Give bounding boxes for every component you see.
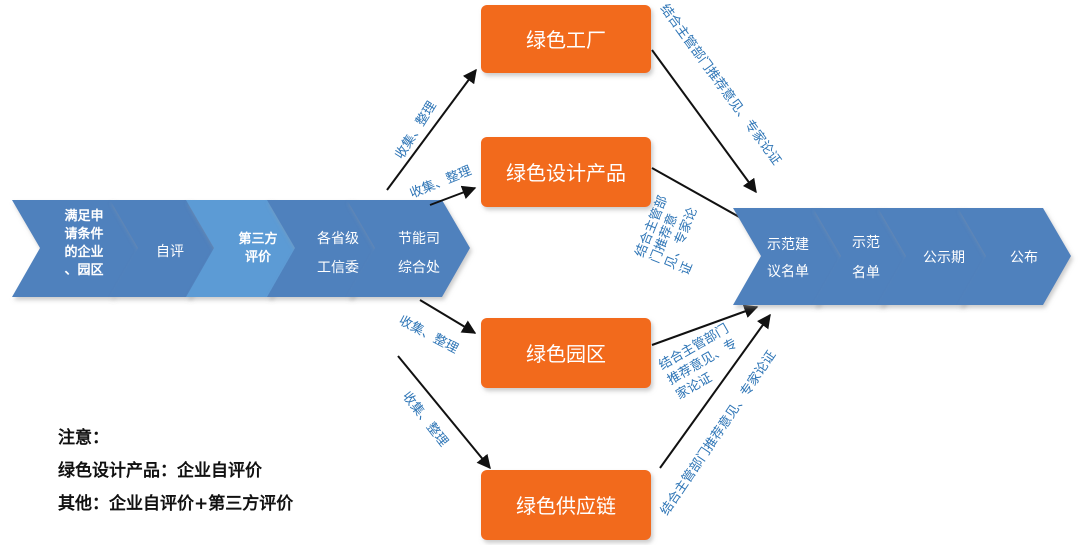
box-green-factory-label: 绿色工厂	[526, 28, 606, 52]
chevron-demo-list	[813, 208, 911, 305]
note-title: 注意：	[58, 428, 109, 448]
box-green-chain-label: 绿色供应链	[516, 494, 616, 518]
applicants-line-2: 请条件	[64, 226, 103, 242]
chevron-publish	[958, 208, 1071, 305]
rec-label-park: 结合主管部门 推荐意见、专 家论证	[657, 321, 741, 402]
chevron-demo-proposal	[733, 208, 846, 305]
demo-list-line-2: 名单	[852, 265, 880, 281]
publicity-label: 公示期	[923, 250, 965, 266]
chevron-applicants	[12, 200, 140, 297]
third-party-line-2: 评价	[245, 250, 272, 265]
arrow-from-park	[651, 304, 759, 346]
box-green-chain	[481, 470, 651, 540]
right-flow: 示范建 议名单 示范 名单 公示期 公布	[733, 208, 1071, 305]
collect-label-chain: 收集、整理	[399, 389, 452, 450]
chevron-third-party	[186, 200, 299, 297]
publish-label: 公布	[1010, 250, 1038, 266]
applicants-line-1: 满足申	[64, 208, 103, 224]
box-green-park-label: 绿色园区	[526, 342, 606, 366]
applicants-line-4: 、园区	[64, 263, 103, 278]
box-green-product-label: 绿色设计产品	[506, 161, 626, 185]
left-flow: 满足申 请条件 的企业 、园区 自评 第三方 评价 各省级 工信委 节能司 综合…	[12, 200, 470, 297]
note-line-1: 绿色设计产品：企业自评价	[58, 461, 262, 481]
chevron-publicity	[878, 208, 991, 305]
chevron-self-eval	[110, 200, 218, 297]
third-party-line-1: 第三方	[238, 231, 277, 247]
box-green-product	[481, 137, 651, 207]
arrow-to-chain	[397, 355, 491, 470]
chevron-energy-office	[347, 200, 470, 297]
demo-proposal-line-2: 议名单	[767, 264, 809, 280]
chevron-provincial	[267, 200, 380, 297]
rec-product-line-4: 证	[677, 260, 696, 278]
energy-office-line-2: 综合处	[398, 260, 440, 276]
box-green-park	[481, 318, 651, 388]
collect-arrows	[386, 68, 491, 470]
arrow-to-product	[429, 185, 477, 206]
demo-proposal-line-1: 示范建	[767, 236, 809, 253]
note-line-2: 其他：企业自评价+第三方评价	[58, 494, 294, 514]
category-boxes: 绿色工厂 绿色设计产品 绿色园区 绿色供应链	[481, 5, 651, 540]
provincial-line-2: 工信委	[317, 260, 359, 276]
self-eval-label: 自评	[156, 244, 184, 260]
collect-label-product: 收集、整理	[408, 163, 474, 202]
arrow-from-chain	[659, 313, 771, 469]
arrow-to-factory	[386, 68, 477, 191]
provincial-line-1: 各省级	[317, 231, 359, 247]
applicants-line-3: 的企业	[64, 244, 103, 260]
energy-office-line-1: 节能司	[398, 231, 440, 247]
arrow-from-factory	[651, 49, 757, 194]
box-green-factory	[481, 5, 651, 73]
demo-list-line-1: 示范	[852, 234, 880, 251]
arrow-to-park	[419, 299, 477, 334]
